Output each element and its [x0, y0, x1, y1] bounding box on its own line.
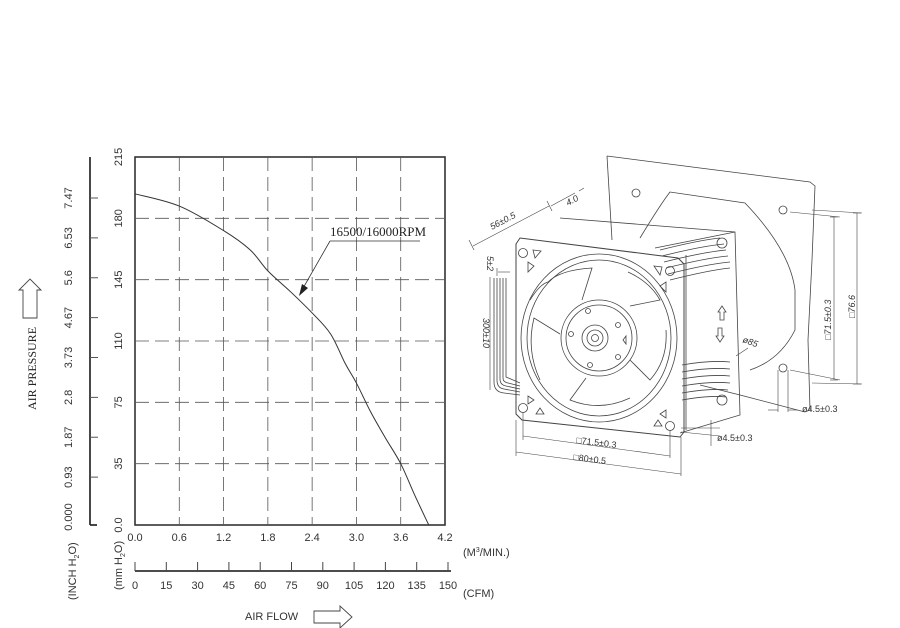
x-tick-label: 0.6 [172, 532, 187, 544]
grid-lines [135, 157, 445, 525]
inch-tick-label: 5.6 [63, 270, 75, 285]
inch-tick-label: 0.93 [63, 466, 75, 487]
inch-tick-label: 0.000 [63, 503, 75, 531]
hub [560, 299, 638, 377]
inch-tick-label: 6.53 [63, 227, 75, 248]
dimension-lines [468, 187, 863, 476]
inch-tick-label: 3.73 [63, 347, 75, 368]
impeller-blades [529, 267, 667, 406]
y-tick-label: 180 [113, 209, 125, 227]
rear-guard-plate [606, 155, 816, 413]
cfm-tick-label: 135 [408, 580, 426, 592]
guard-ring [639, 191, 796, 371]
cooling-fins [659, 237, 731, 401]
arrow-up-icon [17, 278, 43, 319]
curve-annotation: 16500/16000RPM [299, 224, 427, 296]
dim-lead-length: 300±10 [481, 318, 491, 348]
x-tick-labels: 0.0 0.6 1.2 1.8 2.4 3.0 3.6 4.2 [127, 532, 452, 544]
y-tick-label: 0.0 [113, 517, 125, 532]
dim-flange: 4.0 [564, 193, 580, 208]
dim-guard-dia: ø85 [741, 334, 760, 349]
x-tick-label: 1.2 [216, 532, 231, 544]
x-tick-label: 3.6 [393, 532, 408, 544]
inch-tick-label: 2.8 [63, 390, 75, 405]
unit-cfm-label: (CFM) [463, 588, 494, 600]
dim-hole-spacing-front: □71.5±0.3 [576, 435, 617, 450]
y-tick-label: 110 [113, 332, 125, 350]
inch-tick-label: 4.67 [63, 307, 75, 328]
dimension-labels: 56±0.5 4.0 5±2 300±10 □71.5±0.3 □76.6 ø8… [481, 193, 857, 466]
cfm-tick-label: 45 [223, 580, 235, 592]
dim-outer-side: □76.6 [847, 295, 857, 318]
dim-hole-dia-back: ø4.5±0.3 [802, 404, 837, 414]
y-tick-labels: 0.0 35 75 110 145 180 215 [113, 148, 125, 533]
x-tick-label: 3.0 [349, 532, 364, 544]
cfm-tick-label: 0 [132, 580, 138, 592]
lead-wires [493, 278, 521, 396]
inch-tick-label: 1.87 [63, 427, 75, 448]
dim-frame-size: □80±0.5 [573, 452, 607, 466]
cfm-tick-label: 15 [160, 580, 172, 592]
pq-chart: 0.000 0.93 1.87 2.8 3.73 4.67 5.6 6.53 7.47 0.0 3… [17, 148, 510, 628]
cfm-tick-label: 105 [345, 580, 363, 592]
cfm-tick-label: 90 [317, 580, 329, 592]
y-axis-title: AIR PRESSURE [25, 327, 39, 410]
cfm-tick-label: 150 [439, 580, 457, 592]
x-tick-label: 0.0 [127, 532, 142, 544]
x-tick-label: 2.4 [304, 532, 319, 544]
dim-lead-strip: 5±2 [485, 256, 495, 271]
mount-hole [778, 363, 788, 373]
dim-hole-spacing-side: □71.5±0.3 [823, 300, 833, 340]
arrow-right-icon [313, 604, 353, 628]
inch-axis-ticks: 0.000 0.93 1.87 2.8 3.73 4.67 5.6 6.53 7.47 [63, 187, 98, 531]
mount-hole [778, 205, 788, 215]
cfm-axis-ticks: 0 15 30 45 60 75 90 105 120 135 150 [132, 562, 457, 592]
x-tick-label: 1.8 [260, 532, 275, 544]
dim-depth: 56±0.5 [488, 210, 518, 232]
arrowhead-icon [299, 284, 308, 296]
x-axis-title: AIR FLOW [245, 611, 299, 623]
fan-dimension-drawing [468, 155, 863, 476]
cfm-tick-label: 60 [254, 580, 266, 592]
rotation-direction-icon [715, 327, 725, 343]
fan-frame [515, 237, 685, 438]
y-tick-label: 215 [113, 148, 125, 166]
curve-label: 16500/16000RPM [330, 224, 427, 239]
cfm-tick-label: 120 [376, 580, 394, 592]
airflow-direction-icon [717, 305, 727, 321]
unit-m3-label: (M3/MIN.) [463, 547, 510, 559]
inch-tick-label: 7.47 [63, 187, 75, 208]
y-tick-label: 75 [113, 396, 125, 408]
unit-mm-label: (mm H2O) [113, 541, 127, 590]
y-tick-label: 145 [113, 270, 125, 288]
venturi-ring [520, 253, 678, 423]
y-tick-label: 35 [113, 458, 125, 470]
pq-curve [134, 193, 430, 526]
mount-hole [631, 188, 641, 198]
cfm-tick-label: 75 [285, 580, 297, 592]
cfm-tick-label: 30 [191, 580, 203, 592]
unit-inch-label: (INCH H2O) [67, 542, 81, 600]
dim-hole-dia-front: ø4.5±0.3 [717, 433, 752, 443]
x-tick-label: 4.2 [437, 532, 452, 544]
